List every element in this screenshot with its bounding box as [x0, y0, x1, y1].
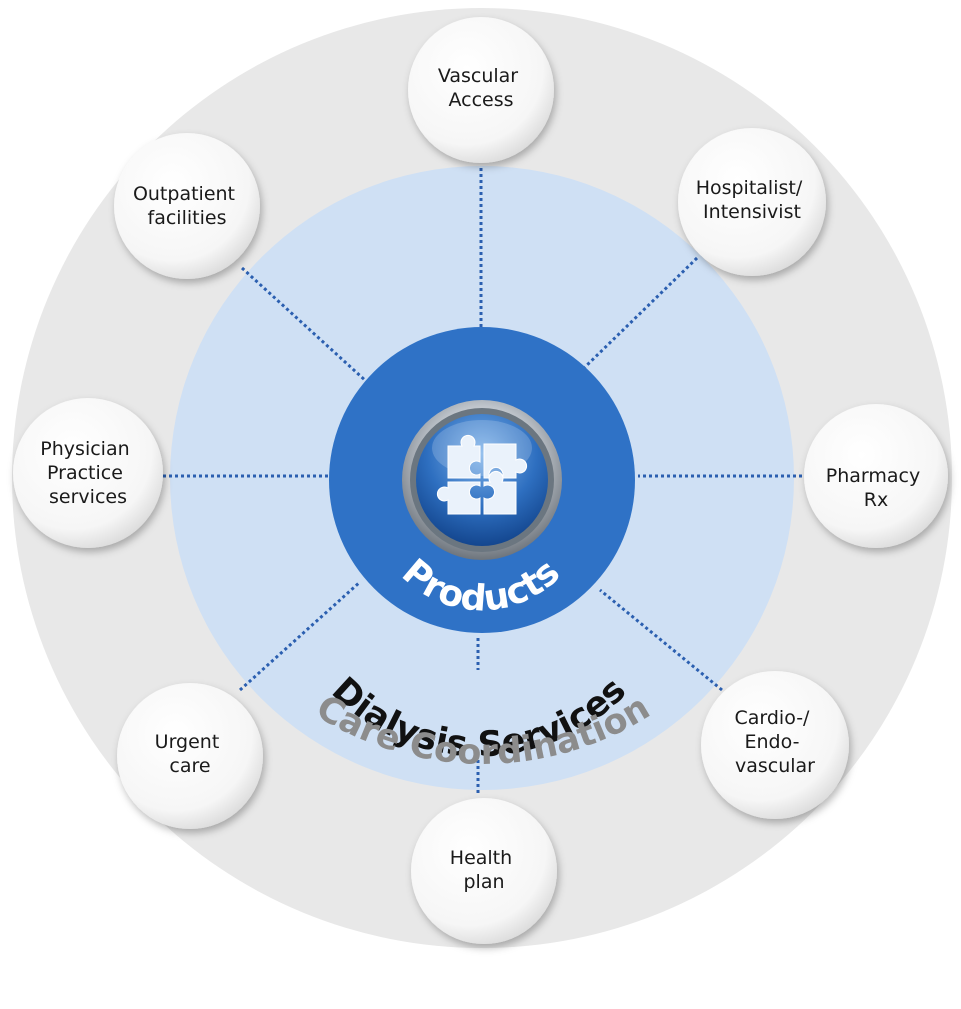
node-urgent-care-label: Urgent care [155, 731, 226, 777]
node-physician-practice-services [13, 398, 163, 548]
node-physician-practice-services-label: Physician Practice services [40, 438, 135, 508]
connector-urgent-care [238, 580, 362, 692]
node-cardio-endovascular-label: Cardio-/ Endo- vascular [734, 707, 815, 777]
connector-lines [163, 168, 808, 796]
node-urgent-care [117, 683, 263, 829]
node-vascular-access-label: Vascular Access [438, 65, 524, 111]
node-health-plan-label: Health plan [450, 847, 518, 893]
node-outpatient-facilities [114, 133, 260, 279]
connector-outpatient [240, 266, 369, 384]
node-hospitalist-intensivist-label: Hospitalist/ Intensivist [696, 177, 809, 223]
connector-cardio [599, 588, 723, 692]
connector-hospitalist [582, 256, 699, 370]
node-cardio-endovascular [701, 671, 849, 819]
node-vascular-access [408, 17, 554, 163]
node-pharmacy-rx-label: Pharmacy Rx [826, 465, 927, 511]
node-pharmacy-rx [804, 404, 948, 548]
puzzle-icon [402, 400, 562, 560]
node-hospitalist-intensivist [678, 128, 826, 276]
node-health-plan [411, 798, 557, 944]
node-outpatient-facilities-label: Outpatient facilities [133, 183, 241, 229]
